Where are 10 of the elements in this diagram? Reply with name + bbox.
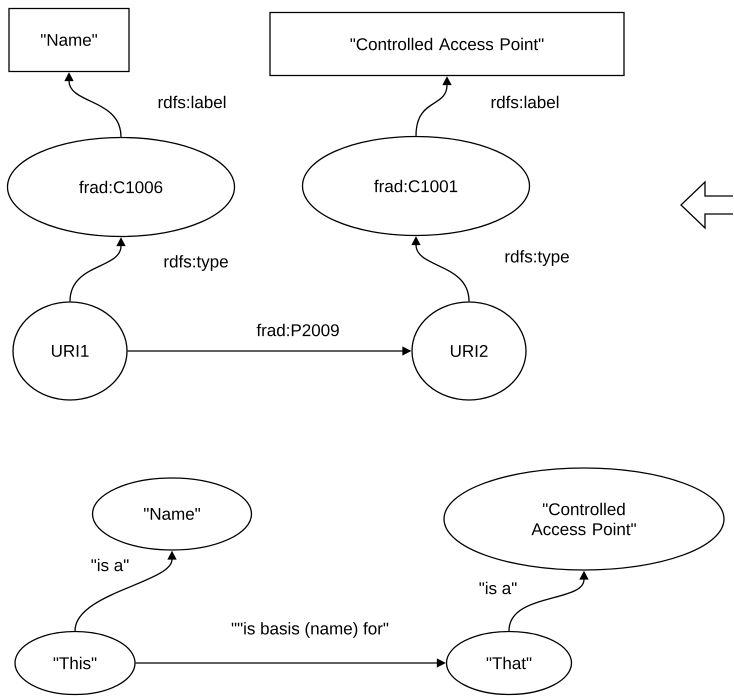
edge-label: rdfs:label	[156, 94, 228, 110]
edge-label: ""is basis (name) for"	[230, 621, 390, 639]
literal-box: "Name"	[8, 8, 130, 72]
edge-label: "is a"	[478, 580, 518, 596]
edge-label: "is a"	[90, 558, 130, 572]
literal-box: "Controlled Access Point"	[269, 12, 625, 76]
edge-label: rdfs:type	[162, 254, 230, 272]
edge-label: frad:P2009	[255, 322, 341, 338]
edge-label: rdfs:label	[490, 94, 560, 110]
edge-label: rdfs:type	[503, 249, 571, 267]
